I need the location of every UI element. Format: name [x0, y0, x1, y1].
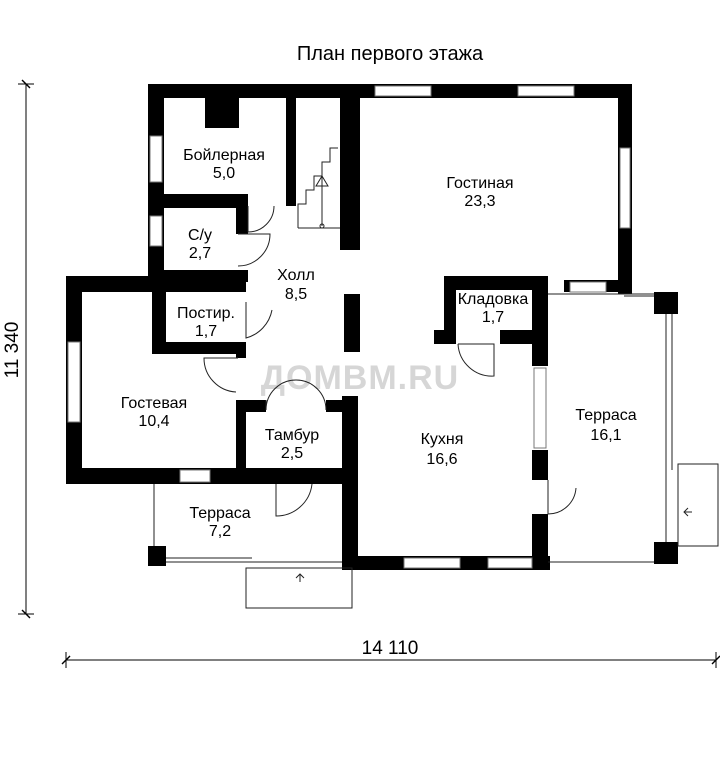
room-area: 2,7 — [189, 245, 211, 262]
room-boiler: Бойлерная 5,0 — [183, 147, 265, 182]
staircase — [297, 147, 340, 229]
room-area: 8,5 — [285, 286, 307, 303]
height-dimension-label: 11 340 — [2, 322, 23, 379]
walls — [66, 84, 678, 570]
windows — [67, 85, 631, 569]
room-area: 2,5 — [281, 445, 303, 462]
room-area: 1,7 — [195, 323, 217, 340]
room-area: 7,2 — [209, 523, 231, 540]
room-area: 1,7 — [482, 309, 504, 326]
width-dimension-label: 14 110 — [362, 638, 419, 659]
room-vestibule: Тамбур 2,5 — [265, 427, 319, 462]
room-living: Гостиная 23,3 — [446, 175, 513, 210]
room-wc: С/у 2,7 — [188, 227, 212, 262]
room-area: 16,1 — [590, 427, 621, 444]
room-name: Гостевая — [121, 395, 187, 412]
doors — [203, 205, 577, 517]
room-name: Гостиная — [446, 175, 513, 192]
room-area: 23,3 — [464, 193, 495, 210]
room-name: Бойлерная — [183, 147, 265, 164]
room-name: Кладовка — [458, 291, 529, 308]
room-laundry: Постир. 1,7 — [177, 305, 235, 340]
room-name: С/у — [188, 227, 212, 244]
room-name: Кухня — [421, 431, 464, 448]
room-name: Постир. — [177, 305, 235, 322]
watermark: ДОМВМ.RU — [261, 359, 459, 397]
plan-title: План первого этажа — [297, 43, 484, 65]
room-name: Тамбур — [265, 427, 319, 444]
room-hall: Холл 8,5 — [277, 267, 315, 303]
room-kitchen: Кухня 16,6 — [421, 431, 464, 468]
terrace-outlines — [153, 293, 719, 609]
room-guest: Гостевая 10,4 — [121, 395, 187, 430]
room-terrace-left: Терраса 7,2 — [189, 505, 250, 540]
room-name: Терраса — [575, 407, 636, 424]
room-area: 16,6 — [426, 451, 457, 468]
room-area: 10,4 — [138, 413, 169, 430]
room-name: Холл — [277, 267, 315, 284]
dimension-width: 14 110 — [61, 638, 720, 668]
room-name: Терраса — [189, 505, 250, 522]
room-area: 5,0 — [213, 165, 235, 182]
room-storage: Кладовка 1,7 — [458, 291, 529, 326]
dimension-height: 11 340 — [2, 79, 34, 619]
room-terrace-right: Терраса 16,1 — [575, 407, 636, 444]
